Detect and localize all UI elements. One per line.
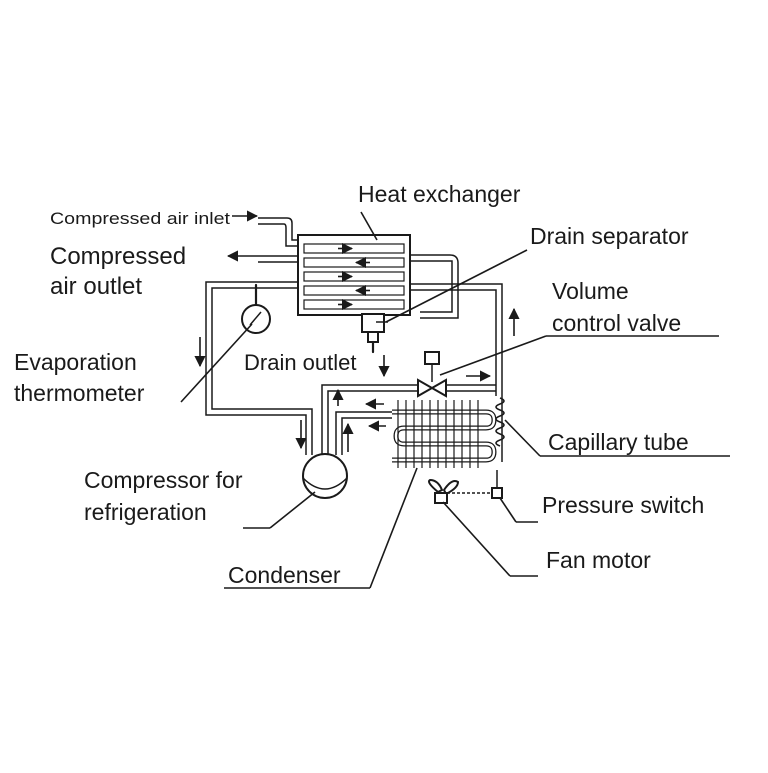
compressed-air-outlet-label-line1: Compressed	[50, 243, 186, 270]
volume-control-valve	[417, 351, 447, 398]
labels: Heat exchanger Compressed air inlet Comp…	[14, 181, 704, 588]
capillary-tube	[495, 397, 505, 447]
compressor	[302, 453, 348, 499]
fan-motor	[428, 478, 460, 504]
volume-control-valve-label-line1: Volume	[552, 278, 629, 304]
capillary-tube-label: Capillary tube	[548, 429, 689, 455]
heat-exchanger-tubes	[303, 242, 405, 311]
air-inlet-pipe	[258, 217, 298, 247]
drain-separator	[361, 313, 388, 354]
condenser	[392, 400, 497, 468]
heat-exchanger-label: Heat exchanger	[358, 181, 521, 207]
heat-exchanger-right-loop	[410, 254, 459, 319]
evaporation-thermometer	[241, 283, 271, 334]
compressed-air-outlet-label-line2: air outlet	[50, 273, 142, 300]
compressor-label-line1: Compressor for	[84, 467, 243, 493]
fan-motor-label: Fan motor	[546, 547, 651, 573]
evaporation-thermometer-label-line1: Evaporation	[14, 349, 137, 375]
condenser-fins	[397, 400, 479, 468]
compressed-air-inlet-label: Compressed air inlet	[50, 209, 230, 228]
condenser-label: Condenser	[228, 562, 341, 588]
drain-separator-label: Drain separator	[530, 223, 689, 249]
compressor-label-line2: refrigeration	[84, 499, 207, 525]
leader-lines	[180, 210, 730, 589]
heat-exchanger	[297, 234, 411, 316]
flow-arrows	[194, 307, 520, 452]
pressure-switch	[447, 470, 503, 499]
pressure-switch-label: Pressure switch	[542, 492, 704, 518]
refrigerant-piping	[205, 281, 503, 462]
air-outlet-pipe	[258, 255, 298, 263]
drain-outlet-label: Drain outlet	[244, 350, 357, 375]
volume-control-valve-label-line2: control valve	[552, 310, 681, 336]
evaporation-thermometer-label-line2: thermometer	[14, 380, 145, 406]
